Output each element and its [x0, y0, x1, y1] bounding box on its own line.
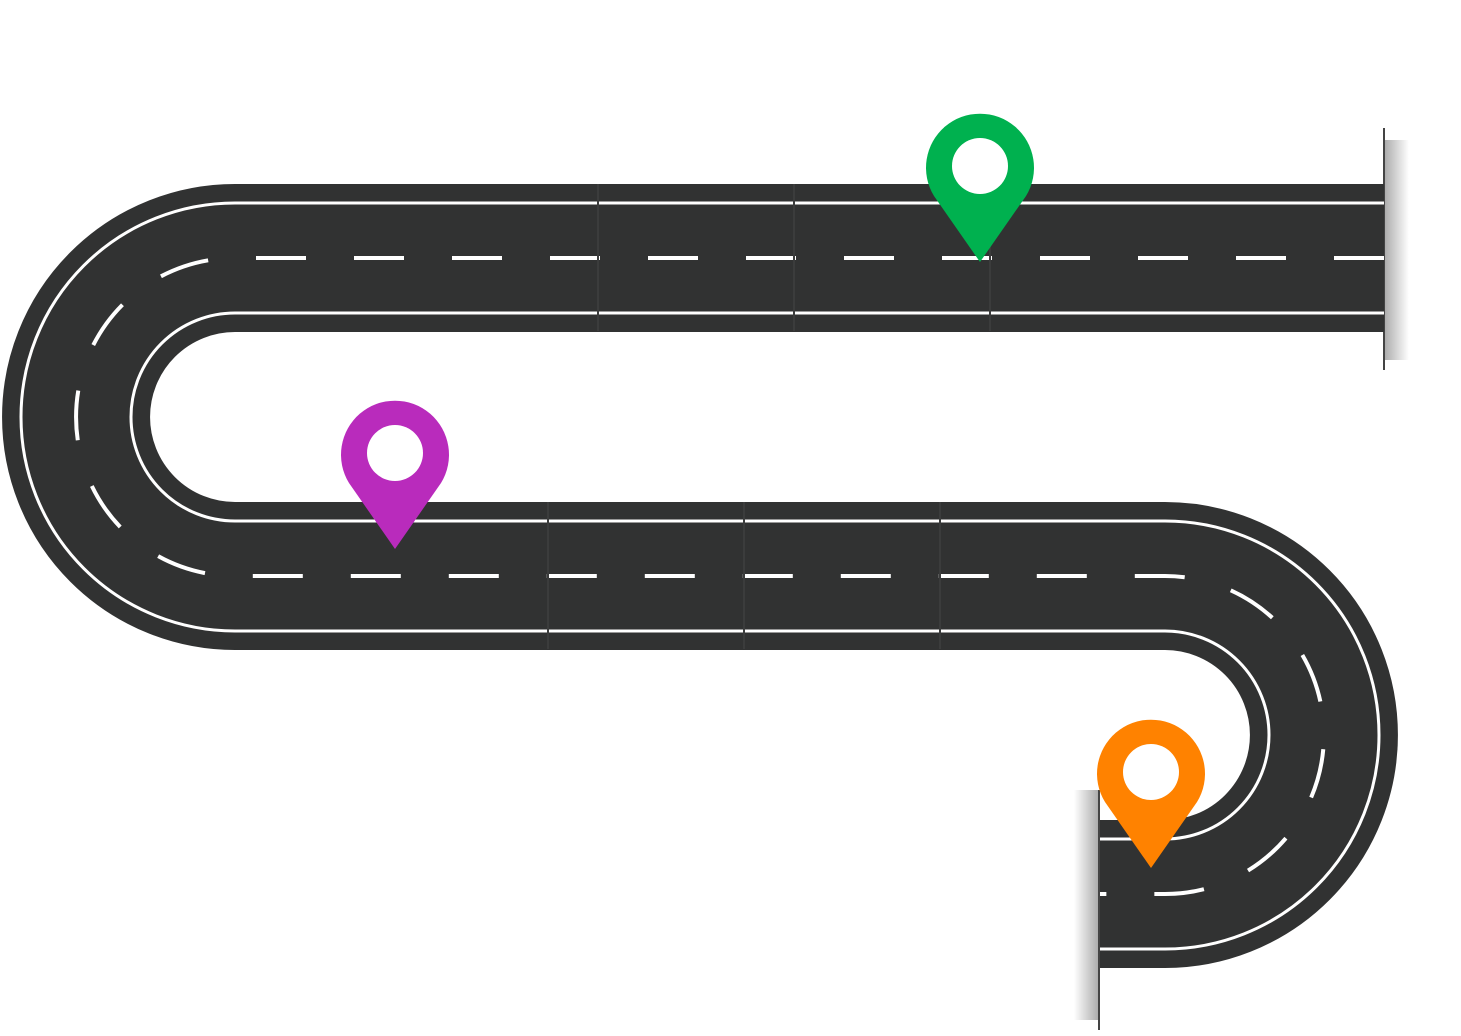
road-center-line [74, 256, 1384, 896]
road-edge-inner [129, 311, 1384, 951]
map-pin-icon[interactable] [926, 113, 1034, 262]
road-edge-outer [19, 201, 1384, 841]
pin-hole-purple [367, 425, 423, 481]
pin-hole-green [952, 138, 1008, 194]
pin-hole-orange [1123, 744, 1179, 800]
map-pin-icon[interactable] [341, 400, 449, 549]
road-end-shadow-top [1383, 140, 1409, 360]
map-pin-icon[interactable] [1097, 719, 1205, 868]
road-segment-seams [547, 184, 991, 649]
road-end-shadow-bottom [1074, 790, 1100, 1020]
